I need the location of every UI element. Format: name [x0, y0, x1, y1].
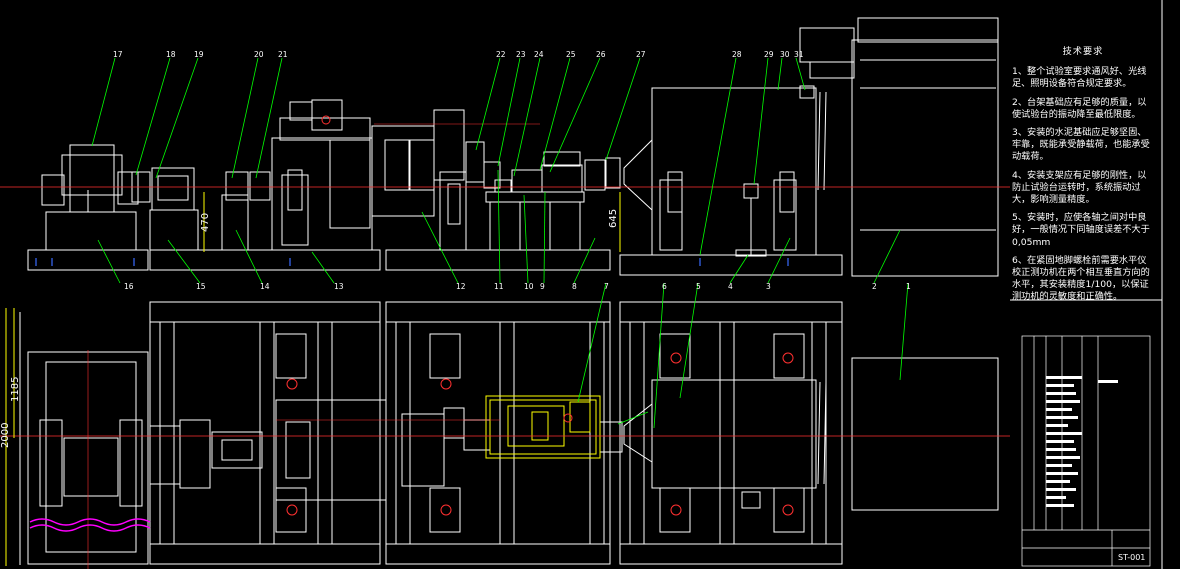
svg-text:14: 14 — [260, 282, 270, 291]
svg-text:25: 25 — [566, 50, 576, 59]
svg-text:30: 30 — [780, 50, 790, 59]
svg-text:15: 15 — [196, 282, 206, 291]
dimension-1185: 1185 — [10, 376, 21, 402]
svg-text:9: 9 — [540, 282, 545, 291]
dimension-2000: 2000 — [0, 422, 11, 448]
note-5: 5、安装时，应使各轴之间对中良好，一般情况下同轴度误差不大于0,05mm — [1012, 212, 1150, 248]
title-block-code: ST-001 — [1118, 553, 1146, 562]
title-block-rows — [1046, 376, 1118, 507]
dimension-470: 470 — [200, 212, 211, 232]
svg-text:27: 27 — [636, 50, 646, 59]
svg-text:29: 29 — [764, 50, 774, 59]
svg-text:13: 13 — [334, 282, 344, 291]
svg-text:12: 12 — [456, 282, 466, 291]
drawing-frame — [1010, 0, 1163, 569]
svg-text:18: 18 — [166, 50, 176, 59]
svg-text:26: 26 — [596, 50, 606, 59]
svg-text:31: 31 — [794, 50, 804, 59]
notes-title: 技术要求 — [1062, 46, 1104, 57]
elevation-view — [27, 17, 999, 277]
note-4: 4、安装支架应有足够的刚性，以防止试验台运转时，系统振动过大，影响测量精度。 — [1012, 169, 1147, 206]
svg-text:2: 2 — [872, 282, 877, 291]
svg-text:16: 16 — [124, 282, 134, 291]
svg-text:5: 5 — [696, 282, 701, 291]
highlight-assembly — [485, 395, 601, 459]
svg-text:19: 19 — [194, 50, 204, 59]
leader-lines — [91, 57, 909, 429]
plan-view — [19, 301, 999, 565]
svg-text:23: 23 — [516, 50, 526, 59]
svg-text:21: 21 — [278, 50, 288, 59]
note-2: 2、台架基础应有足够的质量，以使试验台的振动降至最低限度。 — [1012, 96, 1147, 120]
svg-text:7: 7 — [604, 282, 609, 291]
svg-text:1: 1 — [906, 282, 911, 291]
svg-text:24: 24 — [534, 50, 544, 59]
note-3: 3、安装的水泥基础应足够坚固、牢靠，既能承受静载荷，也能承受动载荷。 — [1012, 127, 1150, 163]
svg-text:6: 6 — [662, 282, 667, 291]
break-line — [29, 518, 151, 526]
bolt-markers — [286, 115, 794, 516]
svg-text:11: 11 — [494, 282, 504, 291]
svg-text:17: 17 — [113, 50, 123, 59]
svg-text:3: 3 — [766, 282, 771, 291]
title-block — [1021, 335, 1151, 567]
svg-text:4: 4 — [728, 282, 733, 291]
note-1: 1、整个试验室要求通风好、光线足、照明设备符合规定要求。 — [1012, 66, 1147, 90]
anchor-bolts — [35, 258, 789, 266]
svg-text:10: 10 — [524, 282, 534, 291]
note-6: 6、在紧固地脚螺栓前需要水平仪校正测功机在两个相互垂直方向的水平，其安装精度1/… — [1012, 254, 1150, 303]
dimension-645: 645 — [608, 208, 619, 228]
svg-text:28: 28 — [732, 50, 742, 59]
svg-text:8: 8 — [572, 282, 577, 291]
svg-text:22: 22 — [496, 50, 506, 59]
technical-requirements: 技术要求 1、整个试验室要求通风好、光线足、照明设备符合规定要求。 2、台架基础… — [1012, 46, 1154, 310]
svg-text:20: 20 — [254, 50, 264, 59]
